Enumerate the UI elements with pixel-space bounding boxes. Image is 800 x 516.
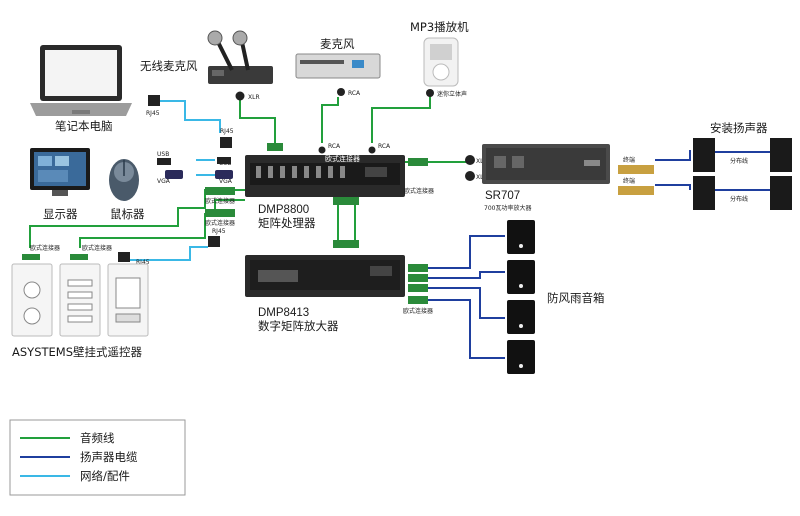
- rca-label-top: RCA: [348, 90, 361, 97]
- terminal-block-bottom: [618, 186, 654, 195]
- sr707-model: SR707: [485, 190, 520, 202]
- euro-label-remote-2: 欧式连接器: [82, 244, 112, 252]
- euro-connector-left-1: [205, 187, 235, 195]
- usb-port-right: [217, 157, 231, 164]
- euro-label-left-1: 欧式连接器: [205, 197, 235, 205]
- euro-label-dmp8800-right: 欧式连接器: [404, 187, 434, 195]
- usb-label-left: USB: [157, 151, 169, 158]
- euro-connector-dmp8413-2: [408, 274, 428, 282]
- wall-remote-1: [11, 263, 53, 337]
- legend-label-speaker: 扬声器电缆: [80, 450, 138, 464]
- dmp8413-device: [245, 255, 405, 297]
- euro-label-left-2: 欧式连接器: [205, 219, 235, 227]
- monitor: [30, 148, 90, 196]
- euro-label-remote-1: 欧式连接器: [30, 244, 60, 252]
- speaker-cables: [428, 150, 770, 359]
- rj45-jack-remote: [118, 252, 130, 262]
- mp3-player: [423, 37, 459, 87]
- euro-label-dmp8413: 欧式连接器: [403, 307, 433, 315]
- rj45-label-remote: RJ45: [136, 259, 150, 266]
- distribution-line-label-bottom: 分布线: [730, 195, 748, 203]
- euro-connector-dmp8800-bottom: [333, 197, 359, 205]
- laptop: [30, 45, 132, 116]
- sr707-amplifier: [482, 144, 610, 184]
- xlr-label-sr707-bottom: XLR: [476, 174, 488, 181]
- euro-connector-dmp8800-right: [408, 158, 428, 166]
- euro-connector-mic: [267, 143, 283, 151]
- xlr-jack-sr707-bottom: [465, 171, 475, 181]
- mp3-player-label: MP3播放机: [410, 20, 469, 34]
- legend-label-network: 网络/配件: [80, 469, 130, 483]
- rj45-label-lower: RJ45: [212, 228, 226, 235]
- euro-connector-dmp8413-top: [333, 240, 359, 248]
- weatherproof-speakers-label: 防风雨音箱: [547, 291, 605, 305]
- rca-jack-dmp-left: [318, 146, 326, 154]
- xlr-label-sr707-top: XLR: [476, 158, 488, 165]
- dmp8800-name: 矩阵处理器: [258, 216, 316, 230]
- rca-jack-dmp-right: [368, 146, 376, 154]
- rca-label-dmp-left: RCA: [328, 143, 341, 150]
- euro-connector-dmp8413-1: [408, 264, 428, 272]
- xlr-label-mic: XLR: [248, 94, 260, 101]
- legend: 音频线 扬声器电缆 网络/配件: [9, 419, 186, 496]
- laptop-label: 笔记本电脑: [55, 119, 113, 133]
- dmp8800-model: DMP8800: [258, 204, 309, 216]
- dmp8800-euro-label: 欧式连接器: [325, 154, 360, 163]
- rca-jack-top: [337, 88, 345, 96]
- mini-stereo-label: 迷你立体声: [437, 90, 467, 98]
- euro-connector-dmp8413-3: [408, 284, 428, 292]
- vga-port-right: [215, 170, 233, 179]
- network-cables: [127, 100, 221, 261]
- wireless-microphone: [207, 30, 273, 84]
- rj45-jack-upper: [220, 137, 232, 148]
- terminal-label-top: 终端: [623, 156, 635, 164]
- sr707-name: 700瓦功率放大器: [484, 204, 531, 212]
- terminal-label-bottom: 终端: [623, 177, 635, 185]
- wall-remote-2: [59, 263, 101, 337]
- vga-port-left: [165, 170, 183, 179]
- cd-player-device: [295, 53, 381, 79]
- monitor-label: 显示器: [43, 207, 78, 221]
- xlr-jack-sr707-top: [465, 155, 475, 165]
- xlr-jack-mic: [235, 91, 245, 101]
- wall-remote-3: [107, 263, 149, 337]
- weatherproof-speakers: [507, 220, 535, 374]
- euro-connector-remote-2: [70, 254, 88, 260]
- rj45-label-laptop: RJ45: [146, 110, 160, 117]
- wall-remote-label: ASYSTEMS壁挂式遥控器: [12, 345, 143, 359]
- microphone-label: 麦克风: [320, 37, 355, 51]
- rca-label-dmp-right: RCA: [378, 143, 391, 150]
- euro-connector-dmp8413-4: [408, 296, 428, 304]
- legend-label-audio: 音频线: [80, 431, 115, 445]
- install-speakers-label: 安装扬声器: [710, 121, 768, 135]
- rj45-label-upper: RJ45: [220, 128, 234, 135]
- dmp8800-device: [245, 155, 405, 197]
- euro-connector-remote-1: [22, 254, 40, 260]
- vga-label-left: VGA: [157, 178, 171, 185]
- rj45-jack-lower: [208, 236, 220, 247]
- euro-connector-left-2: [205, 209, 235, 217]
- install-speakers: [693, 138, 792, 210]
- dmp8413-name: 数字矩阵放大器: [258, 319, 339, 333]
- rj45-jack-laptop: [148, 95, 160, 106]
- mouse-label: 鼠标器: [110, 207, 145, 221]
- terminal-block-top: [618, 165, 654, 174]
- mini-stereo-jack: [426, 89, 434, 97]
- usb-port-left: [157, 158, 171, 165]
- dmp8413-model: DMP8413: [258, 307, 309, 319]
- wireless-mic-label: 无线麦克风: [140, 59, 198, 73]
- distribution-line-label-top: 分布线: [730, 157, 748, 165]
- vga-label-right: VGA: [219, 178, 233, 185]
- mouse: [109, 159, 139, 201]
